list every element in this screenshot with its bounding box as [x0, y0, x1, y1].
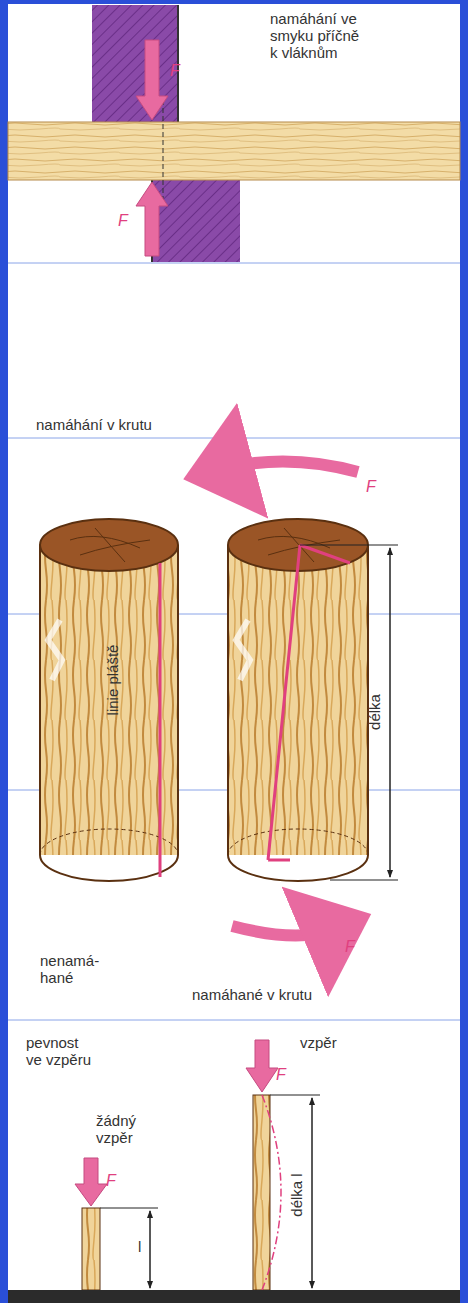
dimension-label: délka l [288, 1173, 305, 1216]
state-label: nenamá- hané [40, 952, 100, 986]
state-label: namáhané v krutu [192, 986, 312, 1003]
force-label: F [345, 938, 355, 955]
part-label: linie pláště [104, 645, 121, 716]
force-label: F [118, 212, 128, 229]
section-title: namáhání v krutu [36, 416, 152, 433]
state-label: vzpěr [300, 1034, 337, 1051]
force-label: F [170, 62, 180, 79]
force-label: F [366, 478, 376, 495]
force-label: F [276, 1066, 286, 1083]
dimension-label: l [138, 1238, 141, 1255]
state-label: žádný vzpěr [96, 1112, 146, 1146]
stress-title: namáhání ve smyku příčně k vláknům [270, 10, 362, 61]
dimension-label: délka [366, 694, 383, 730]
section-title: pevnost ve vzpěru [26, 1034, 96, 1068]
force-label: F [106, 1172, 116, 1189]
